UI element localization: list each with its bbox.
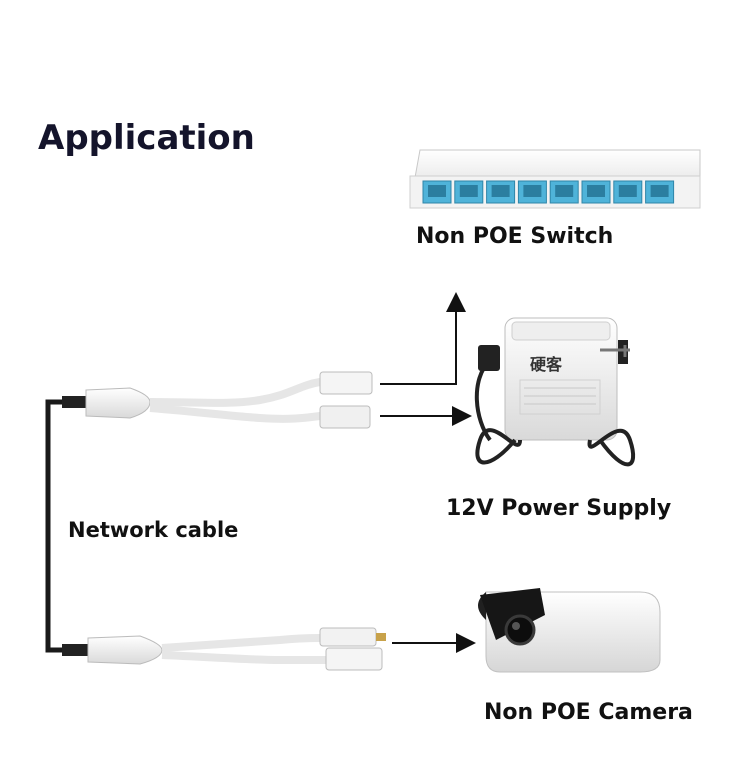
bottom-dc-plug: [319, 627, 377, 647]
top-rj45-plug: [319, 371, 373, 395]
page-title: Application: [38, 118, 255, 158]
switch-port-socket: [618, 185, 637, 197]
bottom-splitter: [62, 627, 386, 671]
psu-cable-left: [475, 428, 522, 465]
switch-port-socket: [491, 185, 510, 197]
camera-label: Non POE Camera: [484, 700, 693, 725]
switch-label: Non POE Switch: [416, 224, 614, 249]
camera-lens-icon: [504, 614, 536, 646]
switch-port-socket: [523, 185, 542, 197]
power-supply-label: 12V Power Supply: [446, 496, 672, 521]
camera-device: [478, 588, 661, 673]
power-supply-brand: 硬客: [530, 355, 563, 374]
switch-ports: [422, 180, 675, 204]
network-cable-label: Network cable: [68, 518, 239, 542]
switch-device: [409, 149, 701, 209]
switch-port-socket: [428, 185, 446, 197]
switch-port-socket: [555, 185, 574, 197]
switch-port-socket: [587, 185, 605, 197]
arrow-to-switch: [380, 292, 466, 385]
switch-port-socket: [650, 185, 669, 197]
psu-cable-right: [587, 428, 636, 467]
bottom-rj45-plug: [325, 647, 383, 671]
power-supply-device: 硬客: [474, 317, 636, 467]
switch-port-socket: [459, 185, 478, 197]
network-cable: [45, 399, 70, 653]
top-splitter: [62, 371, 373, 429]
top-dc-jack: [319, 405, 371, 429]
